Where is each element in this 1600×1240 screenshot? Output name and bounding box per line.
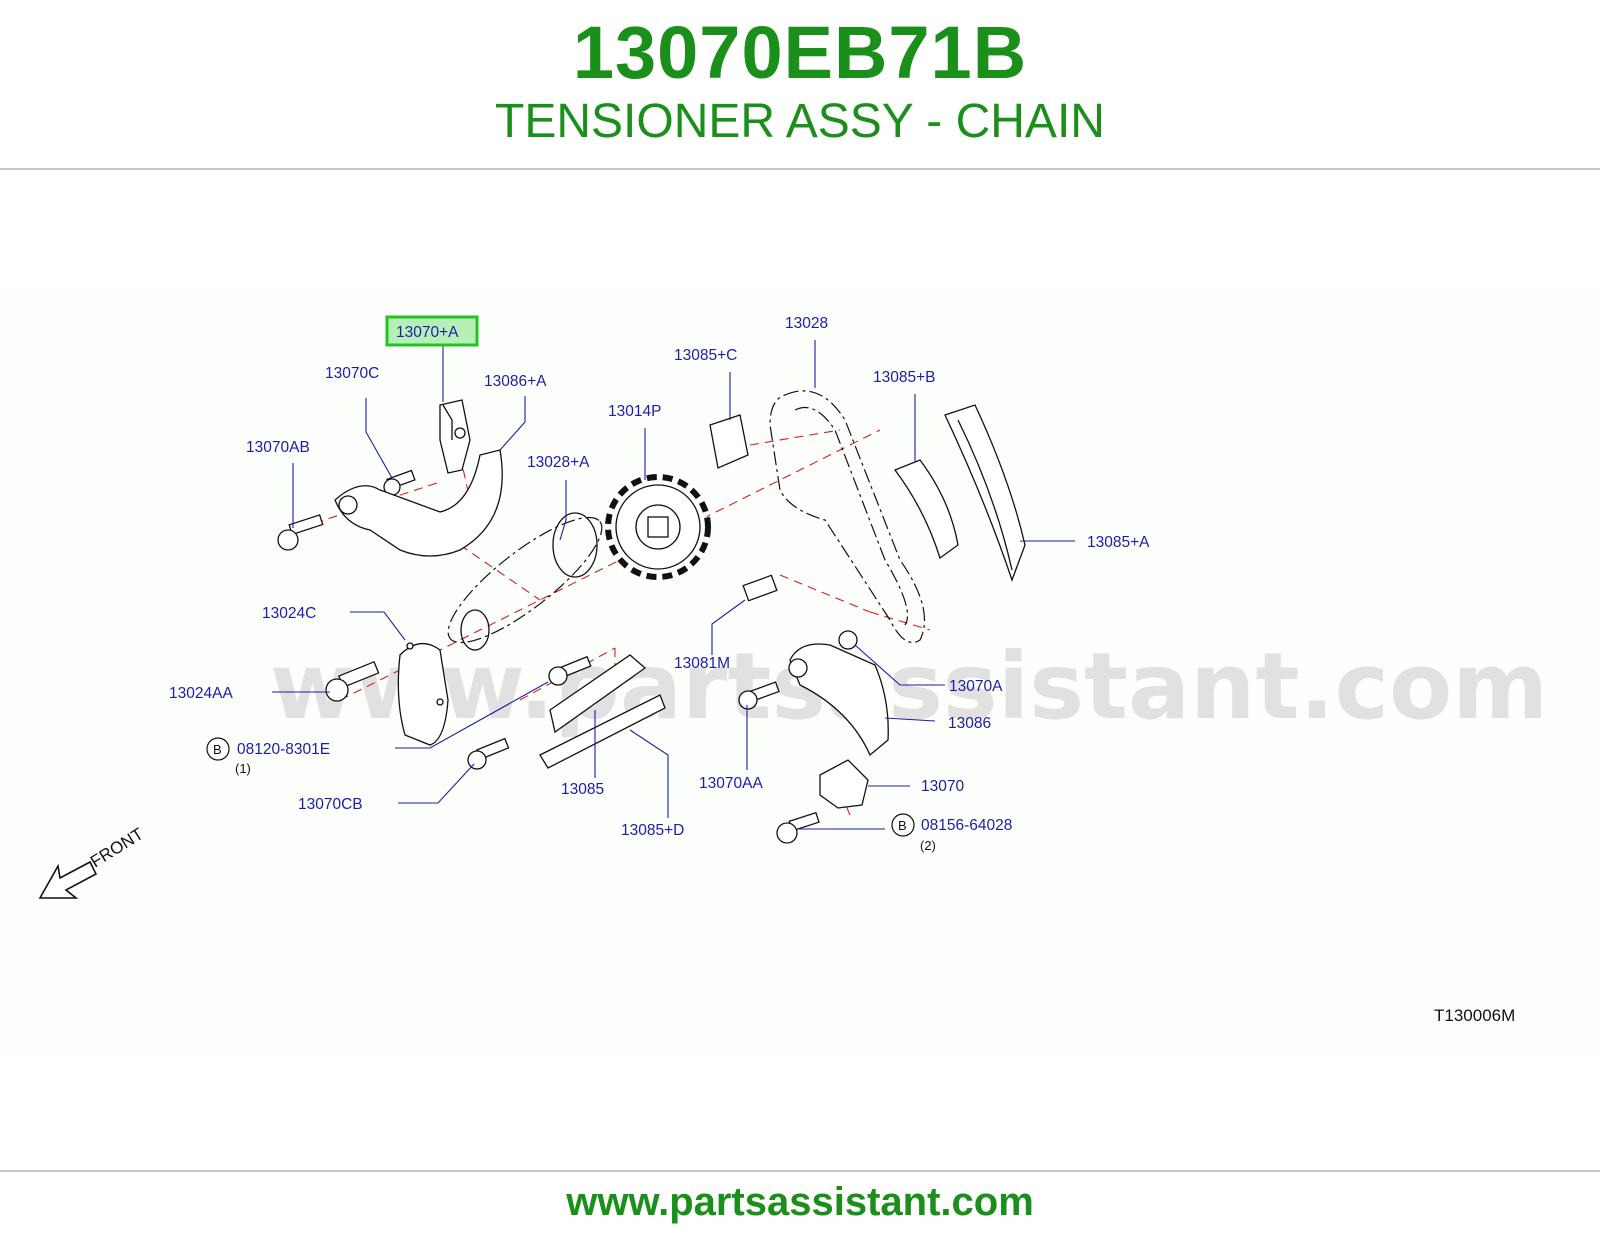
sprocket-13014p[interactable] — [605, 474, 711, 580]
callout-13070c[interactable]: 13070C — [325, 365, 379, 382]
front-label: FRONT — [87, 824, 147, 871]
chain-small[interactable] — [433, 499, 617, 660]
qty-08120: (1) — [235, 761, 251, 776]
tensioner-upper-part[interactable] — [439, 399, 471, 474]
bolt-08156[interactable] — [776, 811, 820, 844]
callout-13028a-plus[interactable]: 13028+A — [527, 454, 590, 471]
callout-08156-64028[interactable]: 08156-64028 — [921, 817, 1012, 834]
b-symbol-icon — [891, 813, 915, 837]
alignment-lines — [299, 429, 931, 816]
b-symbol-icon — [206, 737, 230, 761]
bolt-08120[interactable] — [548, 655, 592, 686]
qty-08156: (2) — [920, 838, 936, 853]
leader-lines — [272, 340, 1075, 830]
callout-13070a-plus[interactable]: 13070+A — [396, 324, 459, 341]
callout-13070aa[interactable]: 13070AA — [699, 775, 763, 792]
plunger-13081m[interactable] — [742, 574, 778, 602]
b-symbol-text: B — [213, 742, 222, 757]
gasket-13024c[interactable] — [397, 642, 449, 746]
part-name-subtitle: TENSIONER ASSY - CHAIN — [495, 95, 1105, 148]
chain-guide-upper[interactable] — [334, 449, 503, 557]
callout-13024c[interactable]: 13024C — [262, 605, 316, 622]
callout-13070ab[interactable]: 13070AB — [246, 439, 310, 456]
page-header: 13070EB71B TENSIONER ASSY - CHAIN — [0, 0, 1600, 168]
callout-13085d-plus[interactable]: 13085+D — [621, 822, 684, 839]
guide-13085b[interactable] — [893, 459, 959, 560]
bolt-13070a[interactable] — [838, 630, 858, 650]
callout-13081m[interactable]: 13081M — [674, 655, 730, 672]
tensioner-13070[interactable] — [819, 759, 869, 809]
footer-url[interactable]: www.partsassistant.com — [566, 1180, 1034, 1224]
slipper-13085c[interactable] — [709, 414, 749, 469]
callout-13085a-plus[interactable]: 13085+A — [1087, 534, 1150, 551]
callout-13024aa[interactable]: 13024AA — [169, 685, 233, 702]
guide-13085a[interactable] — [944, 404, 1026, 582]
bolt-13070ab[interactable] — [277, 514, 324, 551]
guide-13085d[interactable] — [539, 694, 666, 769]
callout-13070cb[interactable]: 13070CB — [298, 796, 363, 813]
callout-08120-8301e[interactable]: 08120-8301E — [237, 741, 330, 758]
diagram-code: T130006M — [1434, 1006, 1515, 1025]
watermark-text: www.partsassistant.com — [270, 633, 1548, 740]
part-number-title: 13070EB71B — [572, 11, 1028, 94]
guide-13085[interactable] — [549, 654, 647, 734]
callout-13085[interactable]: 13085 — [561, 781, 604, 798]
bolt-13070aa[interactable] — [738, 681, 780, 710]
callout-13070[interactable]: 13070 — [921, 778, 964, 795]
front-arrow-icon — [38, 860, 98, 899]
callout-labels: 13070+A 13070C 13086+A 13070AB 13028+A 1… — [169, 315, 1150, 853]
b-symbol-text: B — [898, 818, 907, 833]
callout-13086[interactable]: 13086 — [948, 715, 991, 732]
top-divider — [0, 168, 1600, 170]
bolt-13070cb[interactable] — [467, 737, 510, 770]
bolt-13024aa[interactable] — [325, 660, 380, 702]
callout-13070a[interactable]: 13070A — [949, 678, 1003, 695]
chain-large[interactable] — [769, 390, 926, 644]
bolt-13070c[interactable] — [383, 469, 416, 496]
callout-13014p[interactable]: 13014P — [608, 403, 661, 420]
callout-13085c-plus[interactable]: 13085+C — [674, 347, 737, 364]
bottom-divider — [0, 1170, 1600, 1172]
callout-13085b-plus[interactable]: 13085+B — [873, 369, 936, 386]
callout-13028[interactable]: 13028 — [785, 315, 828, 332]
callout-13086a-plus[interactable]: 13086+A — [484, 373, 547, 390]
highlight-box — [385, 315, 479, 347]
